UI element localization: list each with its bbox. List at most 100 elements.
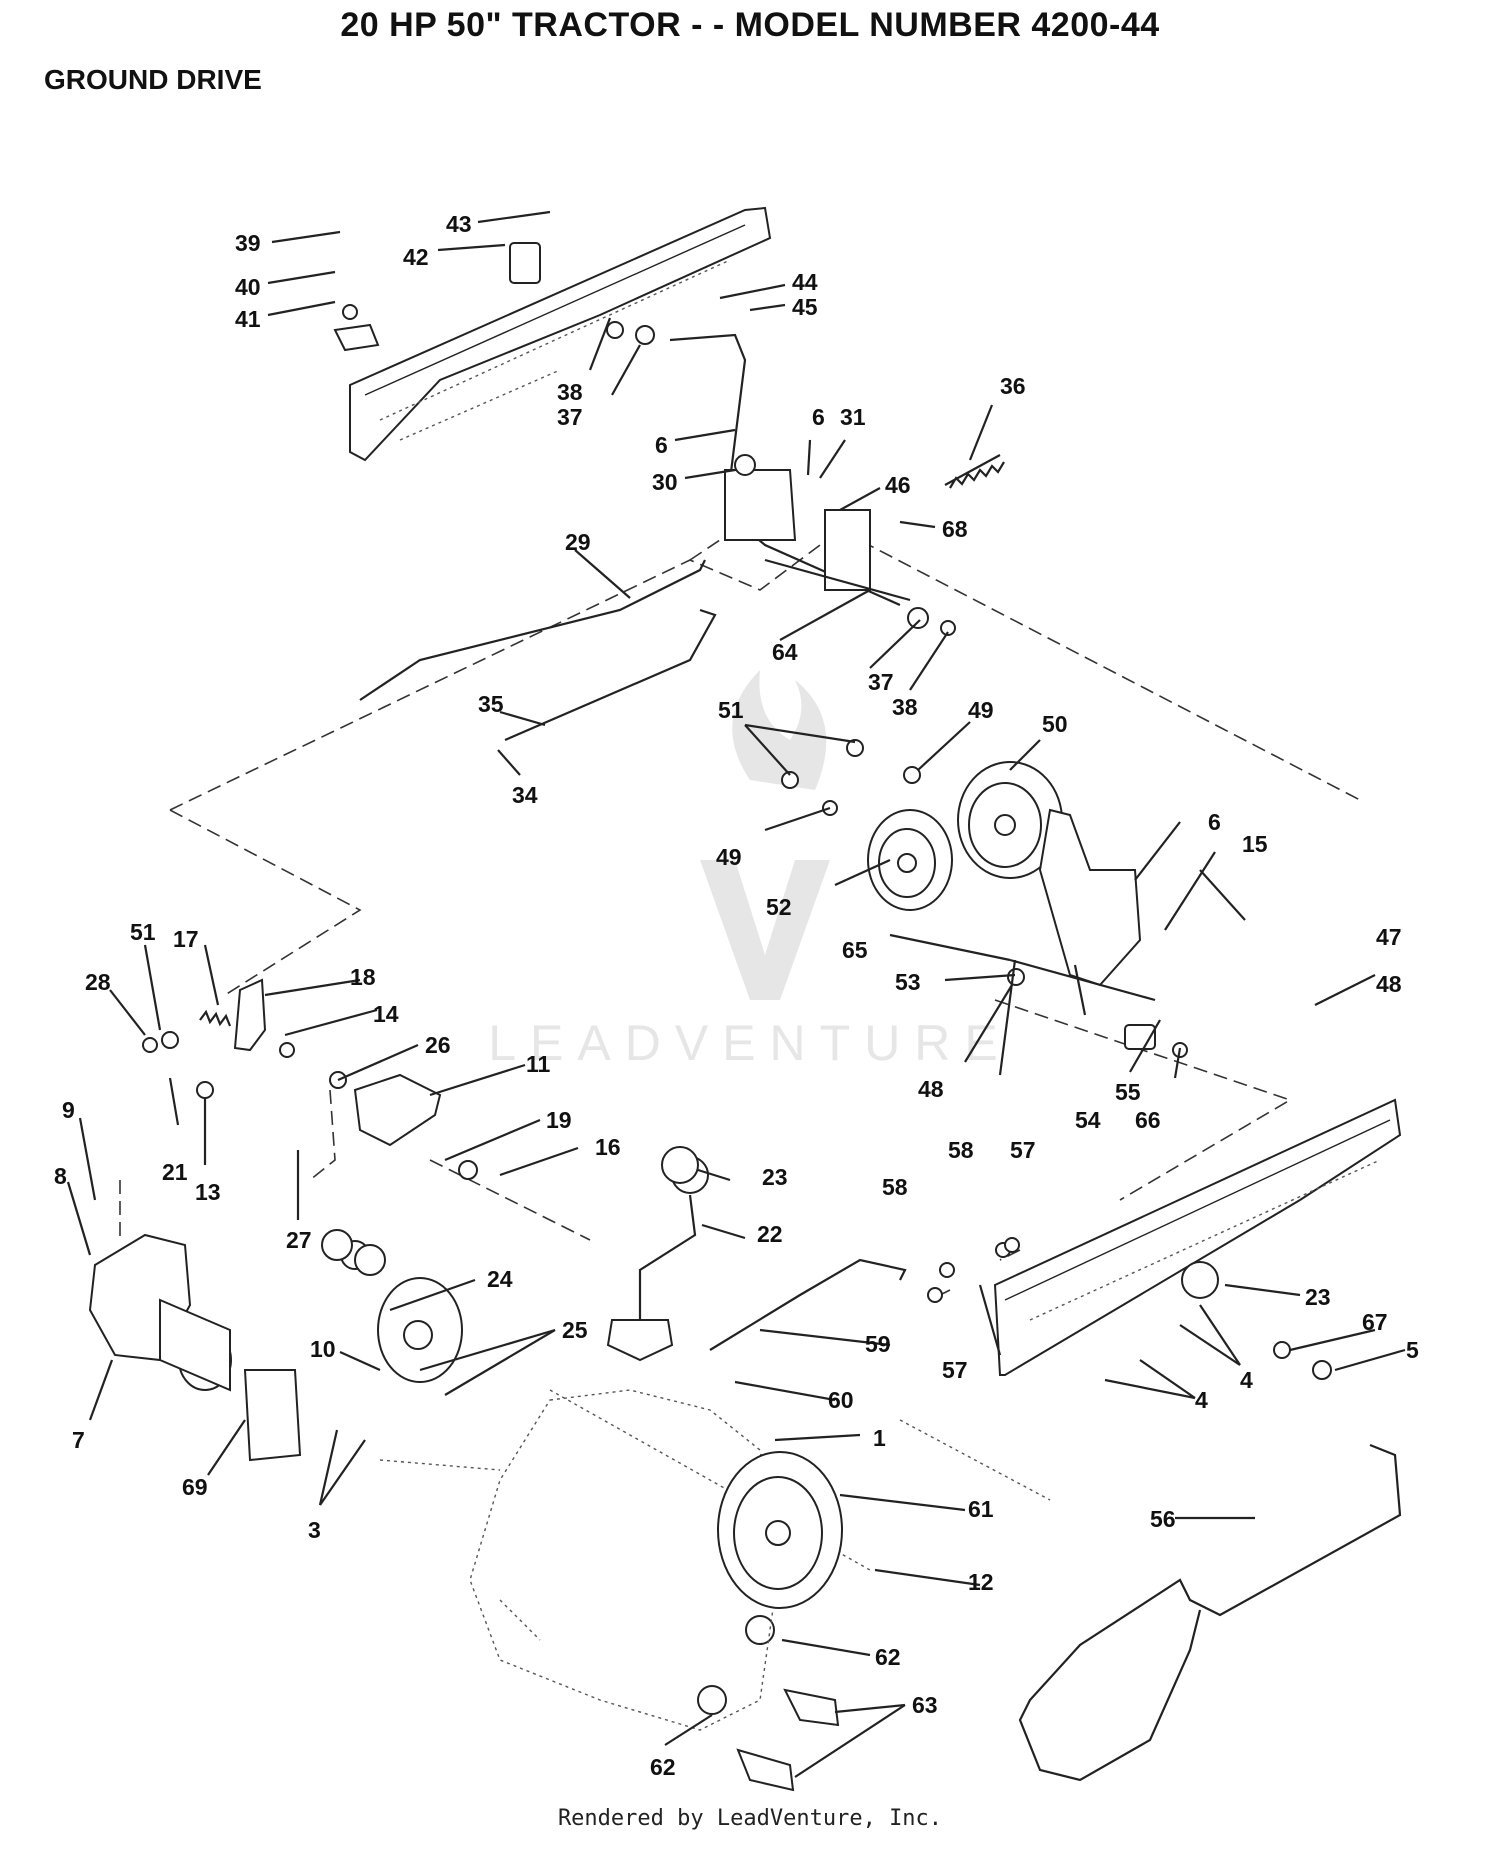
callout-46[interactable]: 46 xyxy=(885,472,911,498)
spacer-69 xyxy=(243,1369,302,1462)
callout-1[interactable]: 1 xyxy=(873,1425,886,1451)
callout-69[interactable]: 69 xyxy=(182,1474,208,1500)
callout-17[interactable]: 17 xyxy=(173,926,199,952)
callout-15[interactable]: 15 xyxy=(1242,831,1268,857)
callout-6[interactable]: 6 xyxy=(812,404,825,430)
shift-lever-22 xyxy=(638,1194,697,1320)
pedal-shaft xyxy=(669,333,911,607)
callout-31[interactable]: 31 xyxy=(840,404,866,430)
callout-35[interactable]: 35 xyxy=(478,691,504,717)
callout-37[interactable]: 37 xyxy=(868,669,894,695)
callout-9[interactable]: 9 xyxy=(62,1097,75,1123)
bracket-18 xyxy=(233,978,267,1052)
callout-36[interactable]: 36 xyxy=(1000,373,1026,399)
callout-55[interactable]: 55 xyxy=(1115,1079,1141,1105)
callout-68[interactable]: 68 xyxy=(942,516,968,542)
callout-54[interactable]: 54 xyxy=(1075,1107,1101,1133)
bolt-63a xyxy=(783,1688,840,1727)
frame-rail-upper xyxy=(349,206,772,462)
callout-48[interactable]: 48 xyxy=(1376,971,1402,997)
spring-36 xyxy=(944,454,1005,489)
callout-18[interactable]: 18 xyxy=(350,964,376,990)
callout-60[interactable]: 60 xyxy=(828,1387,854,1413)
callout-58[interactable]: 58 xyxy=(882,1174,908,1200)
watermark-v-icon xyxy=(700,860,830,1000)
transaxle xyxy=(379,1389,781,1731)
callout-58[interactable]: 58 xyxy=(948,1137,974,1163)
callout-29[interactable]: 29 xyxy=(565,529,591,555)
callout-47[interactable]: 47 xyxy=(1376,924,1402,950)
callout-16[interactable]: 16 xyxy=(595,1134,621,1160)
callout-34[interactable]: 34 xyxy=(512,782,538,808)
callout-23[interactable]: 23 xyxy=(762,1164,788,1190)
leader-lines xyxy=(66,210,1406,1778)
callout-61[interactable]: 61 xyxy=(968,1496,994,1522)
drive-pulley-61 xyxy=(717,1451,843,1609)
callout-44[interactable]: 44 xyxy=(792,269,818,295)
knob-23 xyxy=(661,1146,699,1184)
callout-23[interactable]: 23 xyxy=(1305,1284,1331,1310)
callout-10[interactable]: 10 xyxy=(310,1336,336,1362)
callout-66[interactable]: 66 xyxy=(1135,1107,1161,1133)
callout-6[interactable]: 6 xyxy=(1208,809,1221,835)
callout-38[interactable]: 38 xyxy=(892,694,918,720)
callout-28[interactable]: 28 xyxy=(85,969,111,995)
callout-6[interactable]: 6 xyxy=(655,432,668,458)
callout-24[interactable]: 24 xyxy=(487,1266,513,1292)
callout-12[interactable]: 12 xyxy=(968,1569,994,1595)
callout-52[interactable]: 52 xyxy=(766,894,792,920)
callout-25[interactable]: 25 xyxy=(562,1317,588,1343)
callout-57[interactable]: 57 xyxy=(1010,1137,1036,1163)
callout-50[interactable]: 50 xyxy=(1042,711,1068,737)
callout-49[interactable]: 49 xyxy=(968,697,994,723)
callout-64[interactable]: 64 xyxy=(772,639,798,665)
idler-pulley-52 xyxy=(867,809,953,911)
callout-21[interactable]: 21 xyxy=(162,1159,188,1185)
hub-7 xyxy=(88,1233,232,1392)
callout-65[interactable]: 65 xyxy=(842,937,868,963)
callout-8[interactable]: 8 xyxy=(54,1163,67,1189)
callout-4[interactable]: 4 xyxy=(1240,1367,1253,1393)
callout-45[interactable]: 45 xyxy=(792,294,818,320)
brake-disc-10 xyxy=(377,1277,463,1383)
callout-48[interactable]: 48 xyxy=(918,1076,944,1102)
callout-5[interactable]: 5 xyxy=(1406,1337,1419,1363)
watermark: LEADVENTURE xyxy=(488,670,998,1071)
callout-30[interactable]: 30 xyxy=(652,469,678,495)
callout-42[interactable]: 42 xyxy=(403,244,429,270)
callout-7[interactable]: 7 xyxy=(72,1427,85,1453)
callout-14[interactable]: 14 xyxy=(373,1001,399,1027)
callout-53[interactable]: 53 xyxy=(895,969,921,995)
callout-4[interactable]: 4 xyxy=(1195,1387,1208,1413)
callout-40[interactable]: 40 xyxy=(235,274,261,300)
callout-38[interactable]: 38 xyxy=(557,379,583,405)
callout-37[interactable]: 37 xyxy=(557,404,583,430)
callout-43[interactable]: 43 xyxy=(446,211,472,237)
rod-29 xyxy=(359,559,706,701)
rod-35 xyxy=(504,608,717,742)
callout-26[interactable]: 26 xyxy=(425,1032,451,1058)
callout-67[interactable]: 67 xyxy=(1362,1309,1388,1335)
callout-labels: 1 3 4 4 5 6 6 6 7 8 9 10 11 12 13 14 15 … xyxy=(54,211,1419,1780)
callout-11[interactable]: 11 xyxy=(526,1051,551,1077)
callout-59[interactable]: 59 xyxy=(865,1331,891,1357)
callout-22[interactable]: 22 xyxy=(757,1221,783,1247)
callout-63[interactable]: 63 xyxy=(912,1692,938,1718)
callout-41[interactable]: 41 xyxy=(235,306,261,332)
small-hardware xyxy=(142,242,1332,1715)
callout-39[interactable]: 39 xyxy=(235,230,261,256)
callout-19[interactable]: 19 xyxy=(546,1107,572,1133)
callout-56[interactable]: 56 xyxy=(1150,1506,1176,1532)
spring-17 xyxy=(199,1009,232,1027)
callout-51[interactable]: 51 xyxy=(130,919,156,945)
callout-57[interactable]: 57 xyxy=(942,1357,968,1383)
callout-3[interactable]: 3 xyxy=(308,1517,321,1543)
callout-49[interactable]: 49 xyxy=(716,844,742,870)
callout-62[interactable]: 62 xyxy=(650,1754,676,1780)
callout-51[interactable]: 51 xyxy=(718,697,744,723)
callout-62[interactable]: 62 xyxy=(875,1644,901,1670)
callout-27[interactable]: 27 xyxy=(286,1227,312,1253)
footer-credit: Rendered by LeadVenture, Inc. xyxy=(557,1806,943,1831)
callout-13[interactable]: 13 xyxy=(195,1179,221,1205)
